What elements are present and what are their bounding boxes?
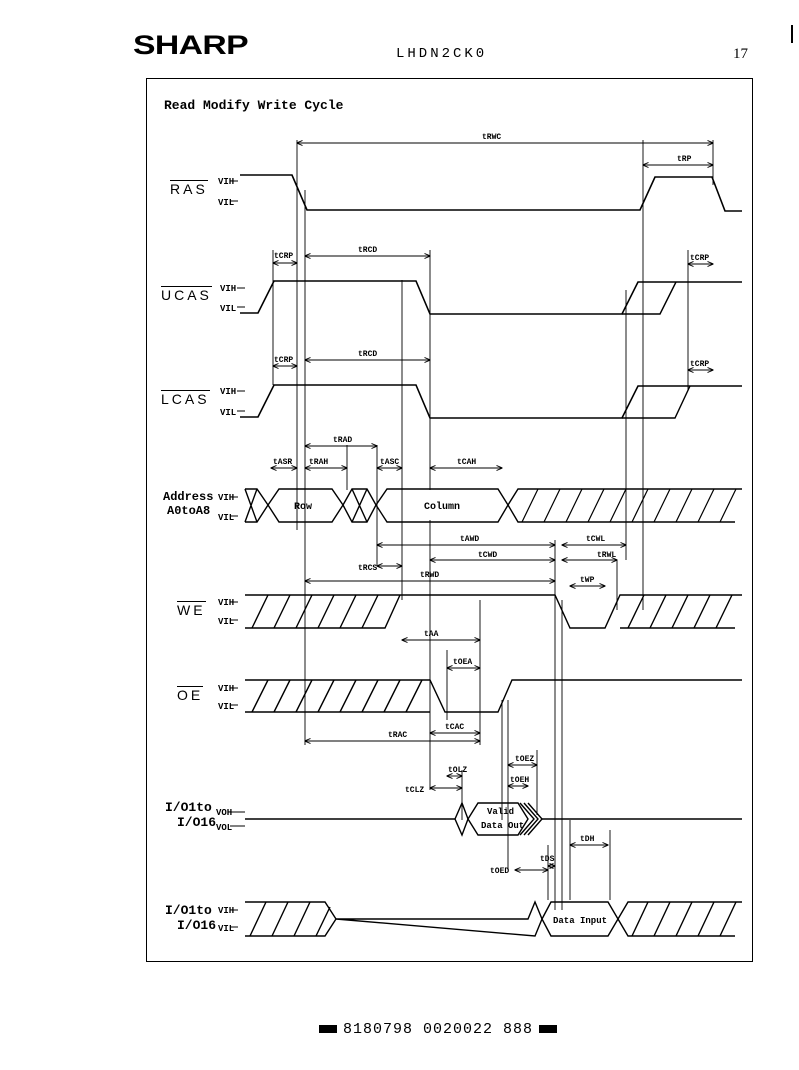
signal-label-ras: RAS [170,180,208,197]
data-out-label: Data Out [481,821,524,831]
page-number: 17 [733,46,748,62]
svg-text:tCRP: tCRP [274,252,293,261]
svg-text:tASR: tASR [273,458,292,467]
document-id: LHDN2CK0 [396,46,488,62]
margin-mark [791,25,793,43]
reference-lines [272,140,714,910]
data-input-label: Data Input [553,916,607,926]
ras-waveform [240,174,742,212]
svg-text:tDH: tDH [580,835,595,844]
signal-label-we: WE [177,601,206,618]
svg-text:tRCS: tRCS [358,564,377,573]
svg-text:tOLZ: tOLZ [448,766,467,775]
svg-text:tCRP: tCRP [690,360,709,369]
svg-text:tCLZ: tCLZ [405,786,424,795]
svg-text:tRAH: tRAH [309,458,328,467]
signal-label-oe: OE [177,686,204,703]
svg-text:VIH: VIH [218,906,234,916]
footer-barcode: 8180798 0020022 888 [313,1021,563,1038]
valid-label: Valid [487,807,514,817]
svg-text:tCWL: tCWL [586,535,605,544]
row-label: Row [294,502,312,513]
svg-text:tWP: tWP [580,576,595,585]
svg-text:tOEA: tOEA [453,658,472,667]
svg-text:tOED: tOED [490,867,509,876]
svg-text:tRWD: tRWD [420,571,439,580]
signal-label-ucas: UCAS [161,286,212,303]
svg-text:tCAH: tCAH [457,458,476,467]
we-waveform [245,594,742,629]
svg-text:VOL: VOL [216,823,232,833]
svg-text:VIH: VIH [218,684,234,694]
svg-text:VIL: VIL [218,513,234,523]
io-in-waveform [245,900,742,937]
svg-text:tDS: tDS [540,855,555,864]
timing-arrows [271,143,713,870]
svg-text:tRWL: tRWL [597,551,616,560]
svg-text:tRCD: tRCD [358,246,377,255]
svg-text:tRWC: tRWC [482,133,501,142]
svg-text:tAA: tAA [424,630,439,639]
svg-text:VOH: VOH [216,808,232,818]
svg-text:VIL: VIL [218,702,234,712]
svg-text:tOEH: tOEH [510,776,529,785]
io-out-waveform [245,801,742,837]
svg-text:tCAC: tCAC [445,723,464,732]
svg-text:tCRP: tCRP [690,254,709,263]
svg-text:VIL: VIL [218,924,234,934]
signal-label-lcas: LCAS [161,390,210,407]
sharp-logo: SHARP [133,30,249,60]
svg-text:tRAD: tRAD [333,436,352,445]
svg-text:tOEZ: tOEZ [515,755,534,764]
svg-text:VIH: VIH [218,177,234,187]
diagram-title: Read Modify Write Cycle [164,98,344,113]
svg-text:tAWD: tAWD [460,535,479,544]
svg-text:tCRP: tCRP [274,356,293,365]
svg-text:tRAC: tRAC [388,731,407,740]
lcas-waveform [240,384,742,419]
svg-text:tRCD: tRCD [358,350,377,359]
column-label: Column [424,501,460,513]
svg-text:VIH: VIH [220,284,236,294]
svg-text:tCWD: tCWD [478,551,497,560]
ucas-waveform [240,280,742,315]
svg-text:VIL: VIL [218,198,234,208]
svg-text:VIH: VIH [218,598,234,608]
data-box-labels: Row Column Valid Data Out Data Input [294,501,607,926]
oe-waveform [245,679,742,713]
level-labels: VIH VIL VIH VIL VIH VIL VIH VIL VIH VIL VIH VI… [216,177,236,934]
diagram-frame [146,78,753,962]
svg-text:VIH: VIH [220,387,236,397]
svg-text:tASC: tASC [380,458,399,467]
svg-text:VIH: VIH [218,493,234,503]
timing-labels: tRWC tRP tCRP tRCD tCRP tCRP tRCD tCRP t… [273,133,709,876]
address-hatch [521,488,737,523]
svg-text:VIL: VIL [220,408,236,418]
svg-text:tRP: tRP [677,155,692,164]
level-ticks [230,180,245,928]
svg-text:VIL: VIL [220,304,236,314]
address-waveform [244,488,742,523]
svg-text:VIL: VIL [218,617,234,627]
